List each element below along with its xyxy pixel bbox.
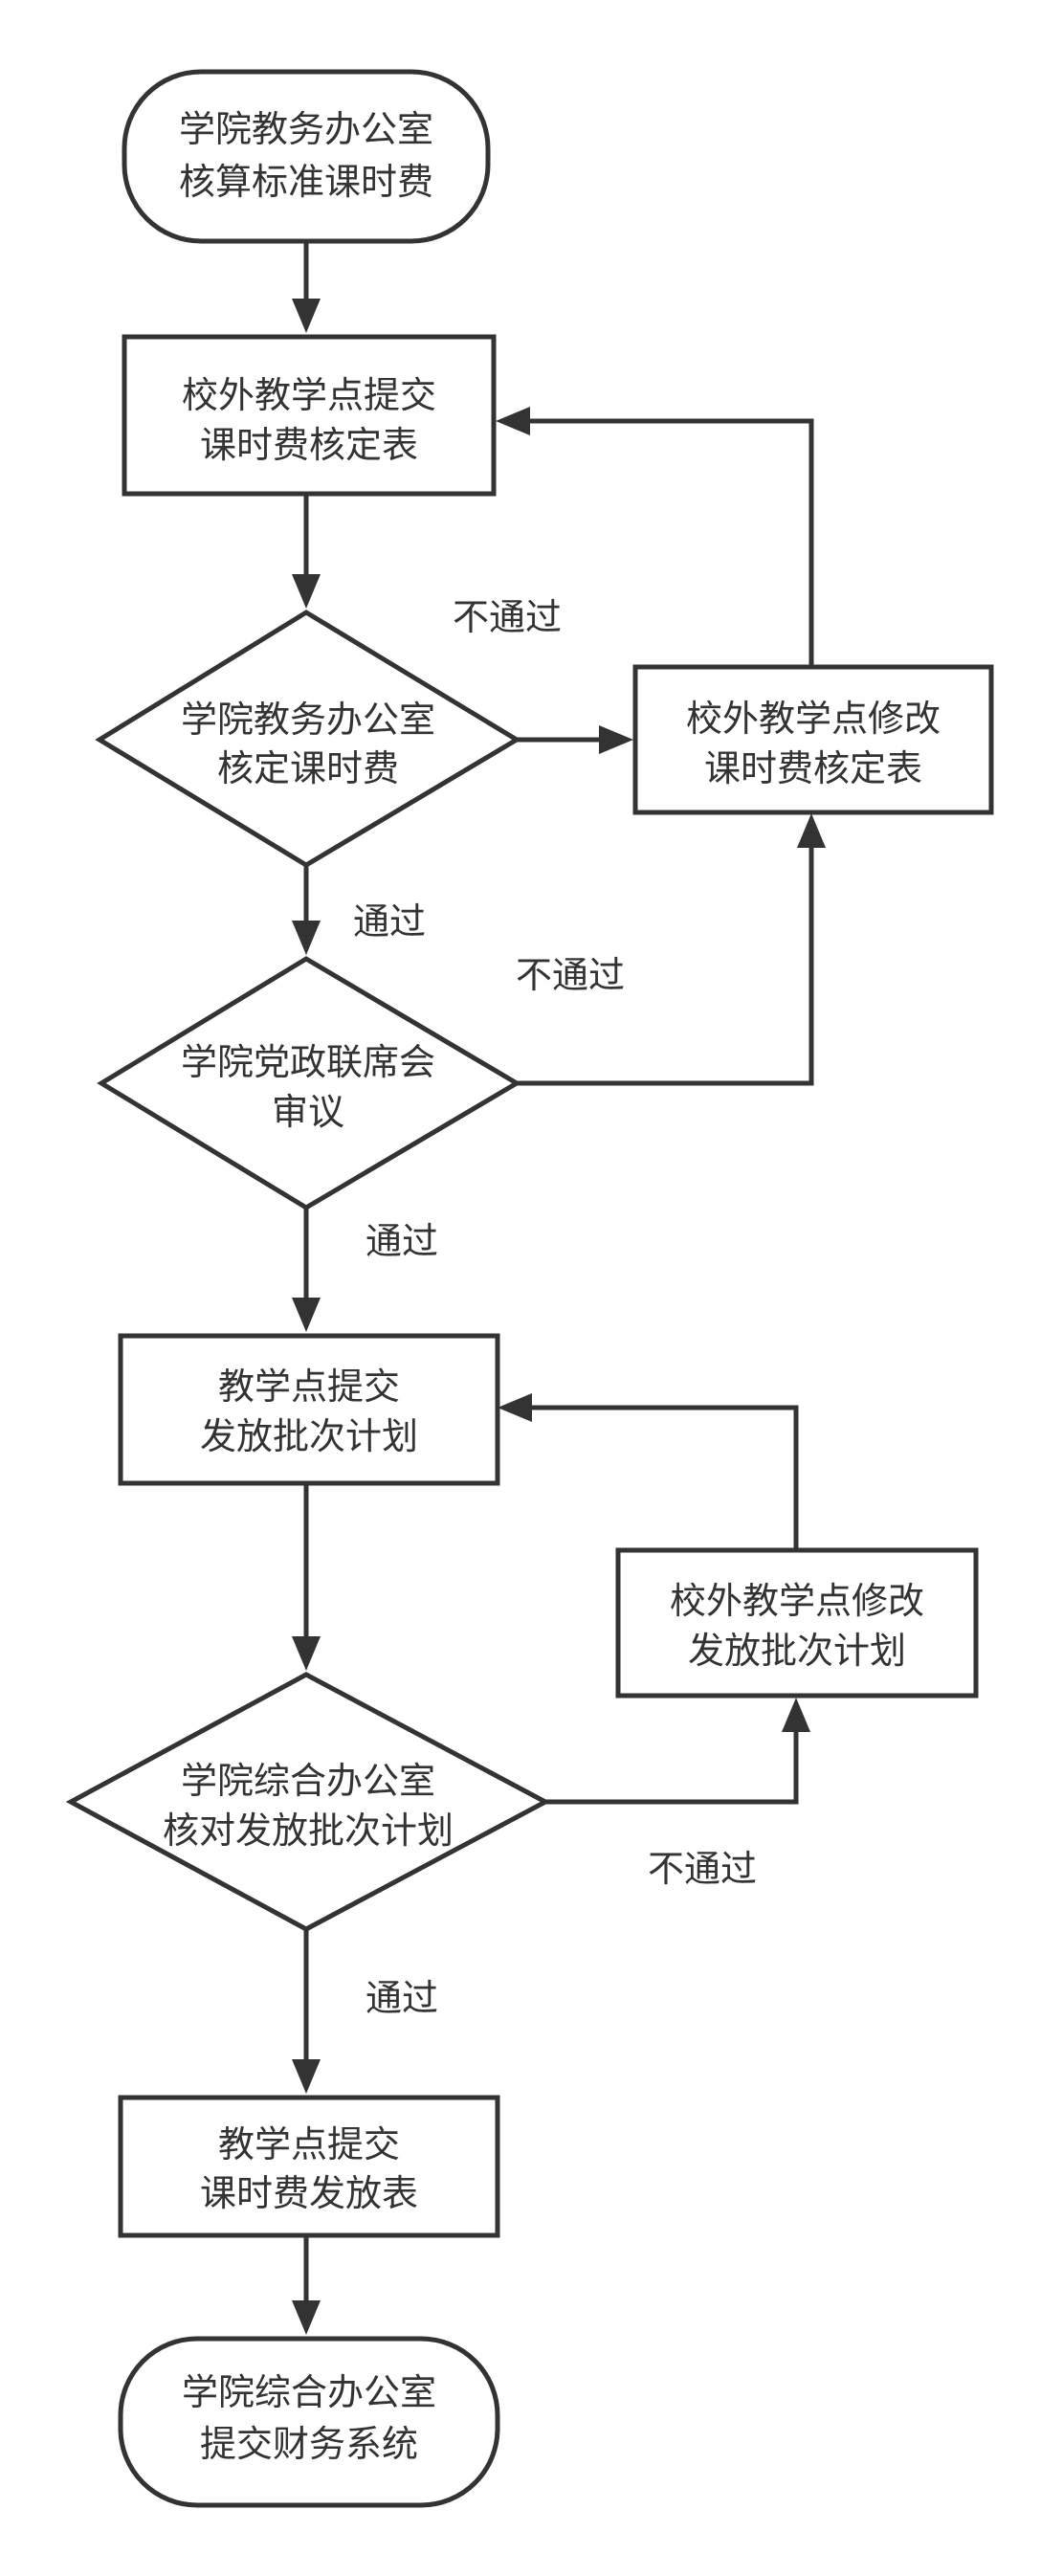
submit-pay-table-line2: 课时费发放表: [200, 2172, 418, 2214]
edge-label-batch-pass: 通过: [365, 1977, 438, 2019]
submit-batch-plan-line2: 发放批次计划: [200, 1415, 418, 1457]
submit-rate-table-line2: 课时费核定表: [200, 424, 418, 466]
arrowhead: [496, 407, 530, 435]
arrowhead: [599, 725, 633, 754]
revise-batch-plan-line2: 发放批次计划: [688, 1630, 906, 1672]
end-line2: 提交财务系统: [200, 2423, 418, 2465]
revise-rate-table-line1: 校外教学点修改: [686, 698, 941, 740]
submit-batch-plan-line1: 教学点提交: [218, 1366, 400, 1408]
joint-meeting-line1: 学院党政联席会: [181, 1041, 435, 1083]
start-terminal: 学院教务办公室 核算标准课时费: [122, 69, 491, 244]
edge-label-check-rate-pass: 通过: [353, 900, 426, 943]
revise-batch-plan-process: 校外教学点修改 发放批次计划: [615, 1547, 979, 1699]
edge-label-check-rate-fail: 不通过: [453, 596, 562, 638]
revise-batch-plan-line1: 校外教学点修改: [670, 1580, 924, 1622]
arrowhead: [498, 1393, 532, 1422]
start-line1: 学院教务办公室: [179, 108, 433, 150]
joint-meeting-decision: 学院党政联席会 审议: [97, 956, 521, 1210]
check-rate-line2: 核定课时费: [217, 747, 399, 789]
joint-meeting-line2: 审议: [272, 1091, 344, 1133]
edge-meeting-fail-to-revise: [517, 848, 814, 1086]
edge-label-meeting-pass: 通过: [365, 1220, 438, 1262]
connectors: [292, 241, 826, 2335]
submit-pay-table-process: 教学点提交 课时费发放表: [118, 2095, 500, 2238]
submit-rate-table-line1: 校外教学点提交: [182, 374, 436, 416]
edge-revise-to-submit: [530, 418, 814, 667]
arrowhead: [292, 574, 321, 609]
check-batch-plan-decision: 学院综合办公室 核对发放批次计划: [65, 1672, 551, 1932]
arrowhead: [292, 921, 321, 955]
edge-batch-fail-to-revise: [545, 1732, 799, 1805]
arrowhead: [292, 299, 321, 333]
start-line2: 核算标准课时费: [179, 161, 433, 203]
submit-batch-plan-process: 教学点提交 发放批次计划: [118, 1333, 500, 1486]
revise-rate-table-line2: 课时费核定表: [704, 747, 922, 789]
arrowhead: [292, 1298, 321, 1332]
edge-label-batch-fail: 不通过: [648, 1848, 757, 1890]
check-batch-plan-line1: 学院综合办公室: [181, 1760, 435, 1802]
arrowhead: [797, 813, 826, 848]
revise-rate-table-process: 校外教学点修改 课时费核定表: [632, 664, 994, 815]
check-batch-plan-line2: 核对发放批次计划: [163, 1810, 454, 1852]
arrowhead: [292, 2059, 321, 2094]
submit-pay-table-line1: 教学点提交: [218, 2123, 400, 2165]
arrowhead: [782, 1698, 810, 1732]
edge-labels: 不通过 通过 不通过 通过 不通过 通过: [353, 596, 757, 2019]
arrowhead: [292, 1636, 321, 1671]
edge-revise-batch-to-submit: [532, 1405, 799, 1550]
arrowhead: [292, 2300, 321, 2335]
end-terminal: 学院综合办公室 提交财务系统: [118, 2336, 500, 2508]
submit-rate-table-process: 校外教学点提交 课时费核定表: [122, 334, 497, 497]
check-rate-line1: 学院教务办公室: [181, 699, 435, 741]
end-line1: 学院综合办公室: [182, 2371, 436, 2413]
check-rate-decision: 学院教务办公室 核定课时费: [95, 610, 521, 868]
edge-label-meeting-fail: 不通过: [516, 954, 625, 996]
